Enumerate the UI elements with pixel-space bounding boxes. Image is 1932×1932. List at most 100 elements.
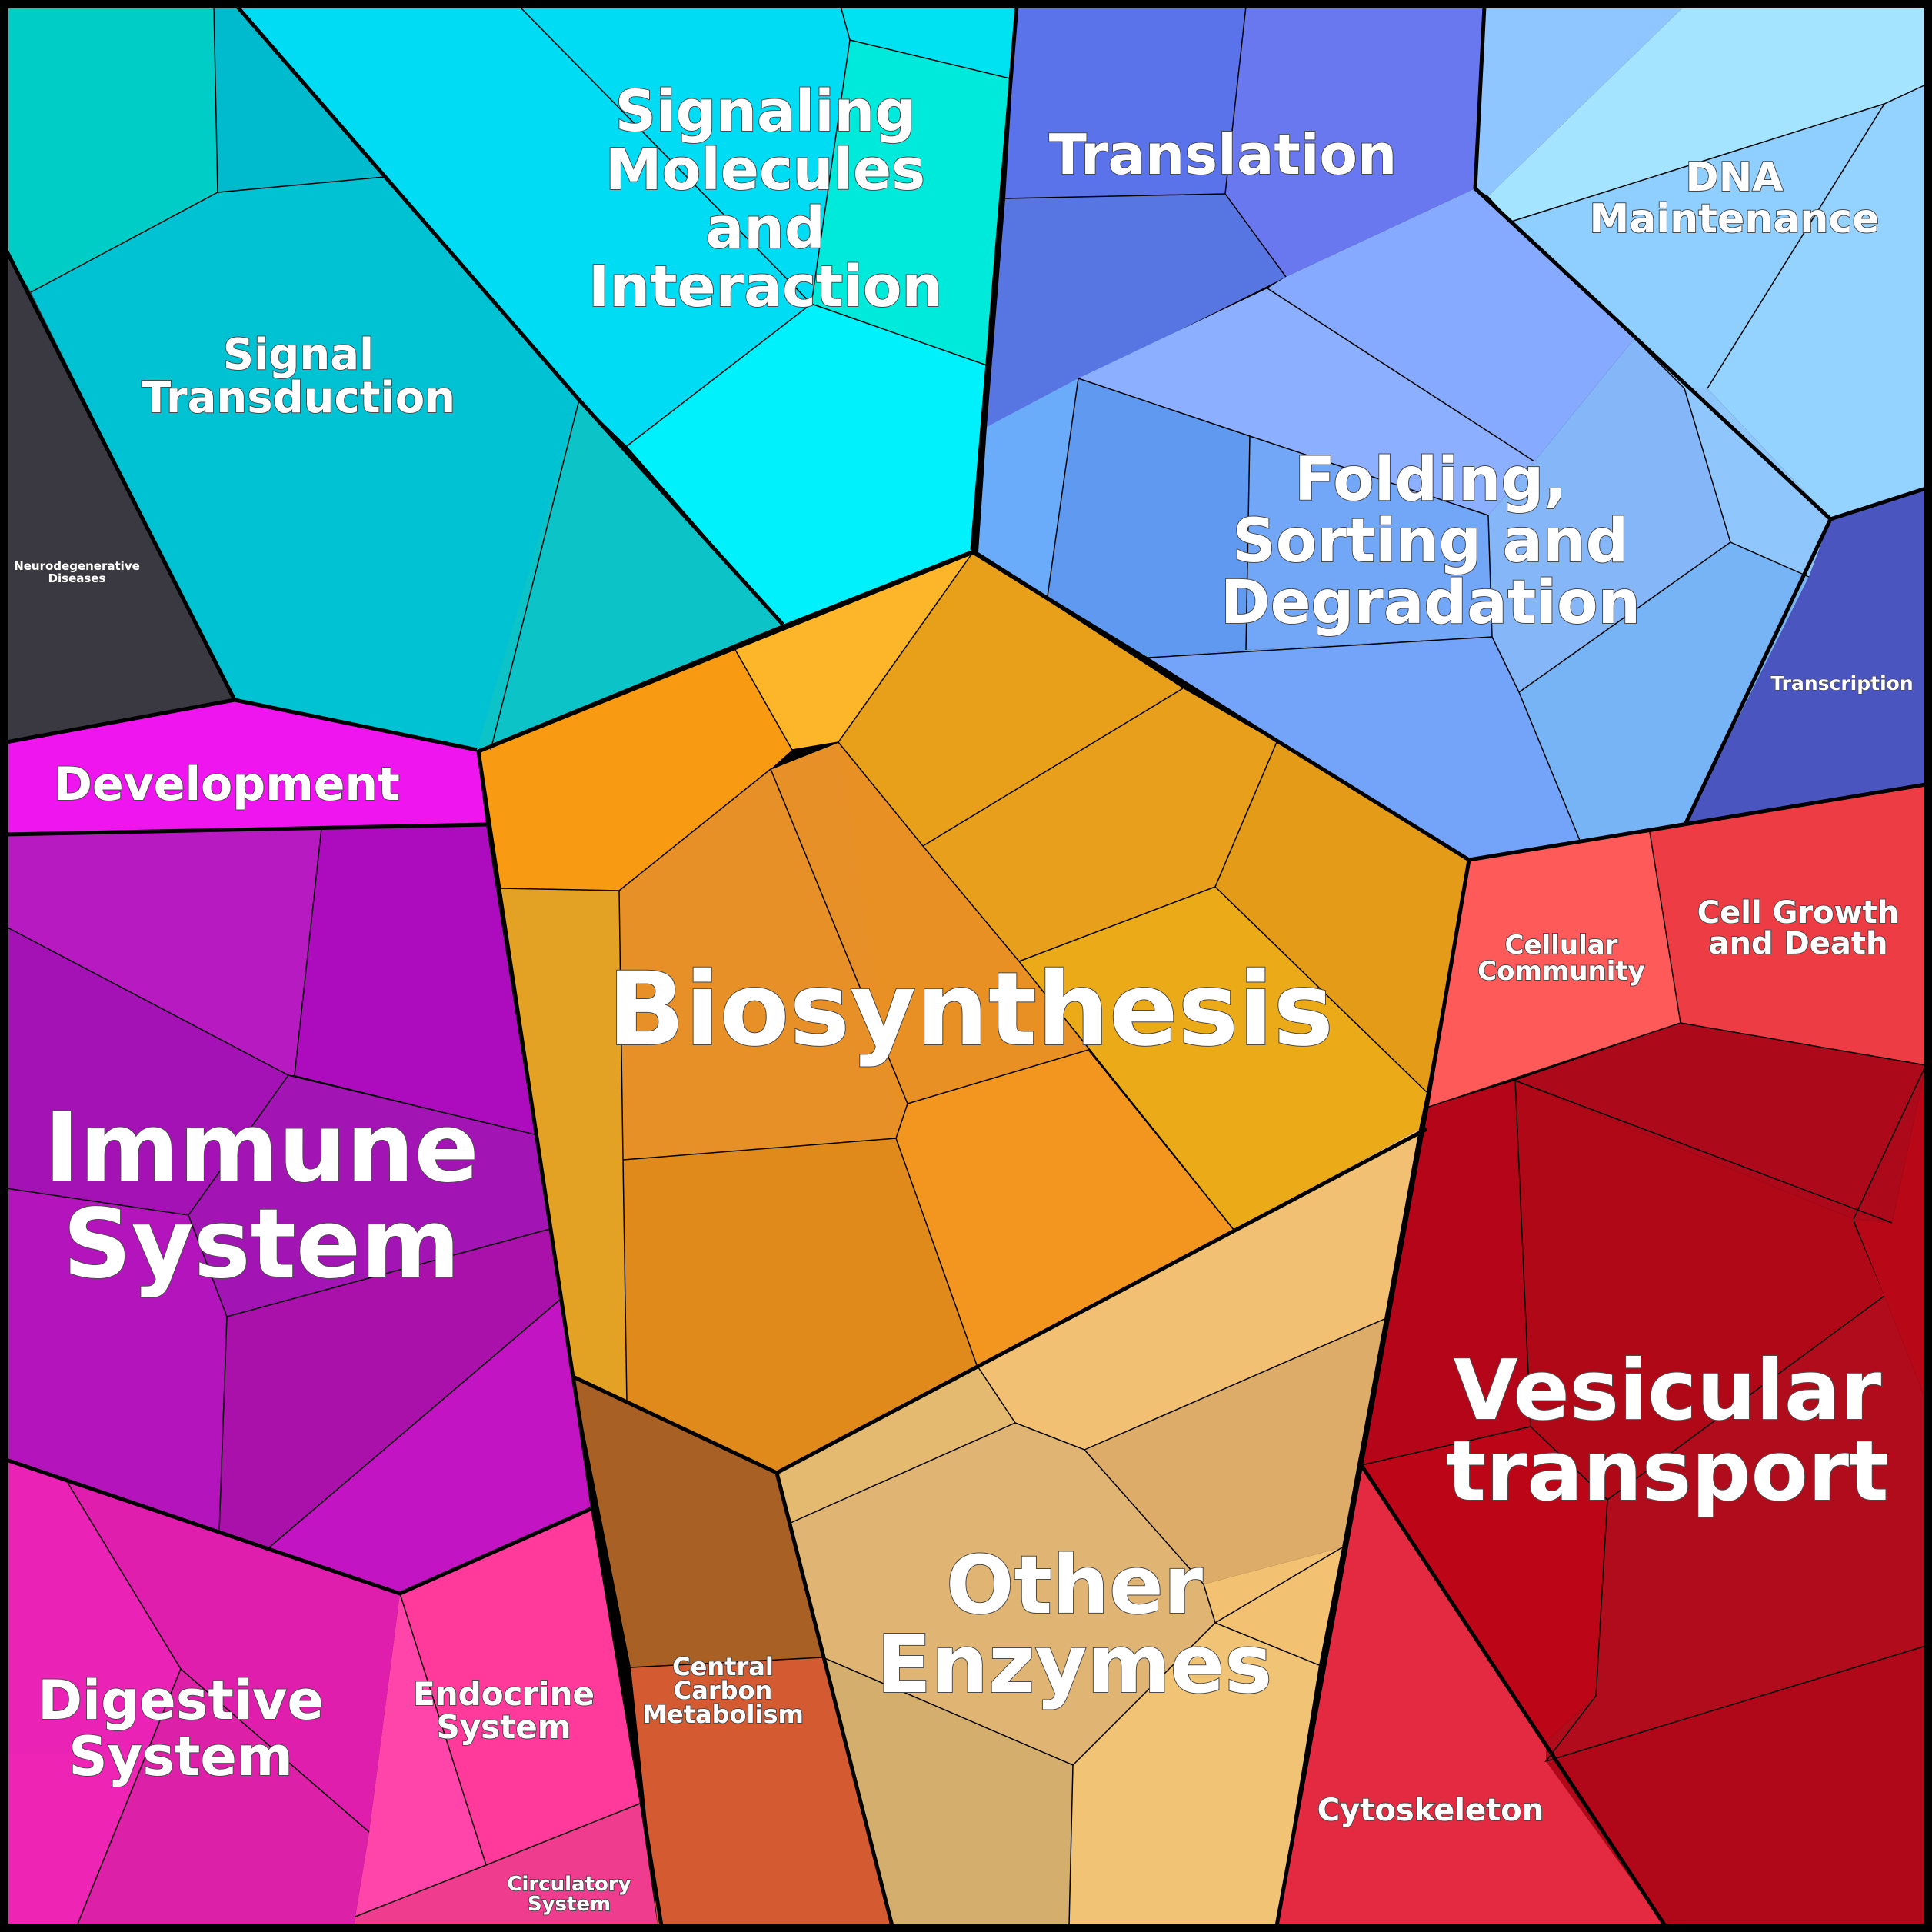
cell — [1084, 1319, 1384, 1584]
cell — [1686, 488, 1926, 823]
cell — [1048, 378, 1250, 658]
cell — [923, 688, 1277, 961]
cell — [354, 1804, 658, 1926]
label-line: Biosynthesis — [608, 951, 1334, 1069]
cell — [1707, 85, 1926, 519]
cell — [791, 1423, 1215, 1765]
cell — [1246, 436, 1492, 650]
label-line: Cytoskeleton — [1317, 1793, 1544, 1828]
cell — [1005, 6, 1246, 198]
label-biosynthesis: Biosynthesis — [608, 951, 1334, 1069]
label-line: Folding, — [1294, 445, 1567, 515]
label-line: System — [528, 1893, 611, 1916]
cell — [68, 1483, 400, 1832]
label-line: Diseases — [48, 571, 106, 585]
cell — [623, 1138, 977, 1473]
cell — [1427, 832, 1681, 1108]
cell — [734, 552, 973, 750]
label-cytoskeleton: Cytoskeleton — [1317, 1793, 1544, 1828]
label-line: Vesicular — [1454, 1343, 1881, 1439]
cell — [1519, 542, 1809, 842]
label-line: DNA — [1686, 155, 1784, 201]
cell — [237, 6, 850, 446]
cell — [823, 1657, 1073, 1926]
label-translation: Translation — [1049, 122, 1397, 187]
cell — [1361, 1081, 1531, 1465]
label-line: Degradation — [1221, 568, 1641, 638]
cell — [1511, 104, 1884, 388]
label-line: Signal — [223, 330, 374, 380]
label-development: Development — [54, 758, 400, 811]
cell — [1069, 1623, 1319, 1926]
label-line: Cellular — [1505, 930, 1618, 961]
cell — [987, 194, 1286, 427]
label-line: Metabolism — [642, 1700, 804, 1729]
cell — [1488, 6, 1926, 222]
label-line: Maintenance — [1589, 196, 1879, 242]
cell — [295, 824, 535, 1134]
label-line: System — [63, 1189, 461, 1300]
cell — [214, 6, 385, 192]
label-line: Central — [672, 1652, 774, 1681]
label-line: and Death — [1709, 926, 1888, 961]
cell — [1650, 784, 1926, 1065]
cell — [896, 1050, 1234, 1365]
cell — [777, 1365, 1015, 1523]
cell — [6, 250, 235, 742]
cell — [1078, 288, 1534, 515]
label-line: Immune — [44, 1093, 478, 1204]
label-line: System — [68, 1725, 293, 1788]
cell — [6, 1460, 181, 1754]
cell — [6, 1754, 146, 1926]
cell — [188, 1075, 550, 1317]
label-line: Sorting and — [1233, 507, 1629, 576]
cell — [77, 1669, 369, 1926]
label-line: and — [705, 195, 825, 261]
cell — [631, 1657, 892, 1926]
cell — [269, 1229, 591, 1594]
top-level-boundaries — [4, 5, 1927, 1927]
label-line: Transduction — [142, 373, 455, 423]
label-line: Endocrine — [413, 1675, 595, 1713]
cell — [477, 400, 783, 750]
cell — [1215, 742, 1469, 1092]
label-line: Development — [54, 758, 400, 811]
cell — [1277, 1465, 1665, 1926]
cell — [400, 1509, 640, 1865]
label-line: Digestive — [38, 1669, 324, 1732]
label-line: Cell Growth — [1697, 895, 1899, 931]
cell — [1546, 1646, 1926, 1926]
label-line: Translation — [1049, 122, 1397, 187]
cell — [977, 1129, 1419, 1450]
cell — [1361, 1427, 1607, 1742]
cell-boundaries — [5, 5, 1927, 1927]
label-line: Other — [946, 1538, 1203, 1632]
cell — [355, 1594, 486, 1917]
cell — [6, 828, 321, 1075]
cell — [1267, 188, 1634, 461]
cell — [6, 927, 288, 1215]
label-line: System — [437, 1708, 571, 1746]
cell — [1019, 887, 1427, 1231]
cell — [6, 700, 486, 834]
cell — [1225, 6, 1484, 277]
cell — [1488, 338, 1730, 692]
label-line: Enzymes — [877, 1617, 1272, 1711]
